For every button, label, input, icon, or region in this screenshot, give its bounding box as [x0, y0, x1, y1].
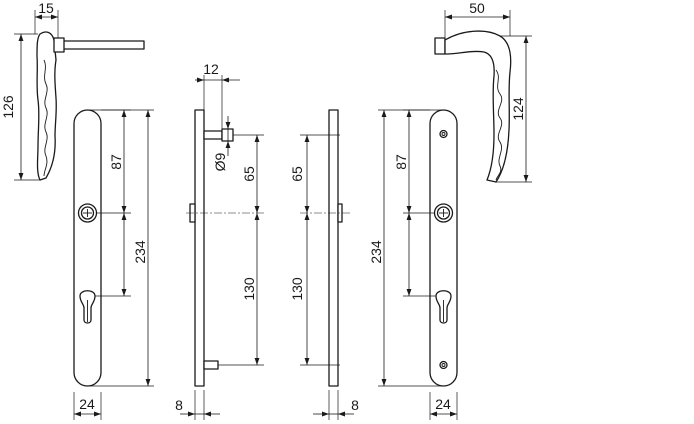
dim-side-left-hole: Ø9 [212, 116, 231, 171]
dim-text-50: 50 [469, 0, 485, 16]
dim-text-24-left: 24 [79, 396, 95, 412]
dim-text-65-left: 65 [241, 166, 257, 182]
dim-plate-left-upper: 87 [88, 109, 131, 214]
dim-plate-right-total: 234 [368, 109, 444, 387]
dim-text-87-right: 87 [393, 154, 409, 170]
dim-text-o9: Ø9 [212, 152, 228, 171]
dim-side-left-lower: 130 [218, 213, 264, 366]
right-handle-view [434, 30, 512, 183]
dim-text-65-right: 65 [289, 166, 305, 182]
left-plate-side-view [189, 109, 234, 387]
dim-text-12: 12 [203, 61, 219, 77]
dim-text-8-right: 8 [351, 397, 359, 413]
dim-handle-right-height: 124 [496, 35, 532, 183]
dim-text-234-right: 234 [368, 240, 384, 264]
dim-text-15: 15 [38, 0, 54, 16]
dim-plate-left-width: 24 [73, 392, 102, 420]
dim-handle-left-depth: 15 [34, 0, 59, 38]
dim-handle-right-width: 50 [444, 0, 511, 38]
left-handle-side-view [36, 31, 145, 181]
dim-side-right-thickness: 8 [313, 390, 359, 420]
dim-text-87-left: 87 [108, 154, 124, 170]
dim-side-right-upper: 65 [289, 134, 350, 214]
dim-side-right-lower: 130 [289, 213, 340, 366]
dim-side-left-upper: 65 [186, 134, 264, 214]
dim-side-left-thickness: 8 [175, 390, 220, 420]
dim-plate-left-lower [95, 213, 131, 297]
dim-text-234-left: 234 [132, 240, 148, 264]
dim-text-124: 124 [510, 97, 526, 121]
dim-plate-right-lower [403, 213, 436, 297]
dim-text-8-left: 8 [175, 397, 183, 413]
right-front-plate [429, 109, 458, 387]
left-front-plate [73, 109, 102, 387]
dim-text-126: 126 [0, 95, 16, 119]
dim-plate-left-total: 234 [88, 109, 154, 387]
dim-plate-right-width: 24 [429, 392, 458, 420]
dim-text-130-right: 130 [289, 277, 305, 301]
dim-side-left-top: 12 [195, 61, 240, 131]
dim-handle-left-height: 126 [0, 33, 40, 181]
right-plate-side-view [328, 109, 343, 387]
dim-text-130-left: 130 [241, 277, 257, 301]
dim-text-24-right: 24 [435, 396, 451, 412]
